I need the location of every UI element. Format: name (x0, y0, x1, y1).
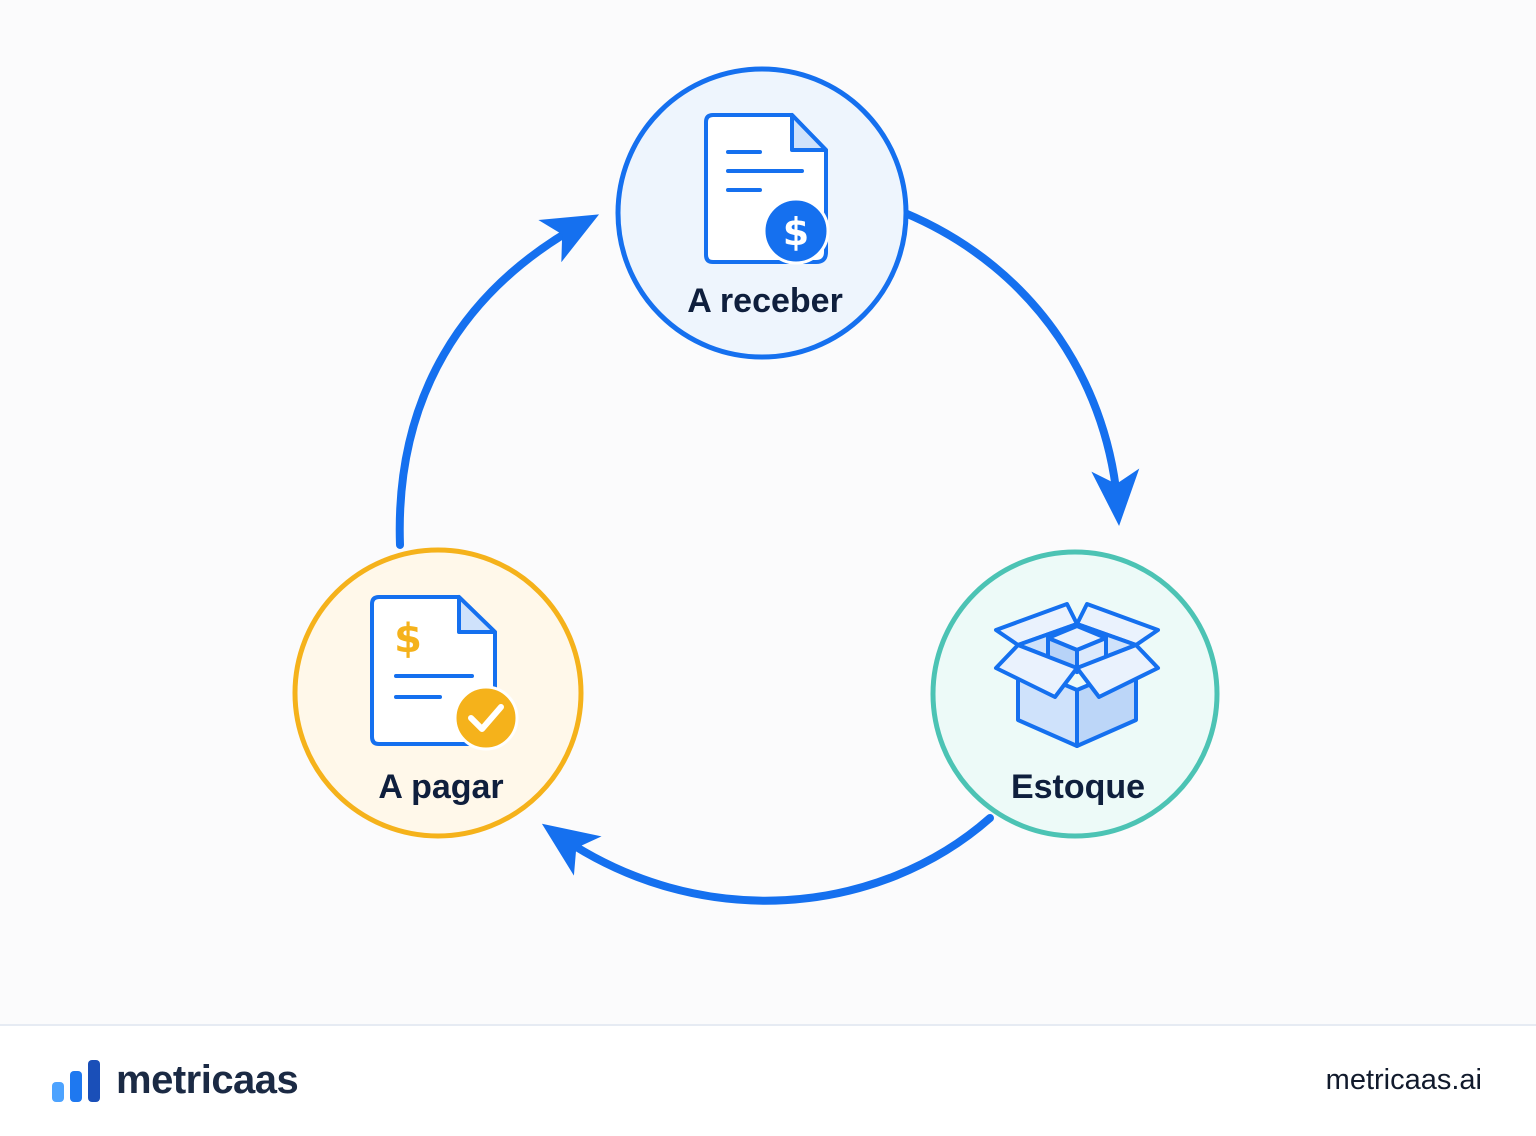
label-inventory: Estoque (1011, 768, 1145, 806)
node-inventory: Estoque (930, 549, 1220, 839)
arrow-inventory-to-payable (541, 814, 994, 905)
node-receivable: $ A receber (615, 66, 909, 360)
arrow-receivable-to-inventory (901, 209, 1140, 526)
site-url[interactable]: metricaas.ai (1325, 1064, 1482, 1096)
cycle-svg: $ A receber (292, 66, 1220, 905)
svg-text:$: $ (394, 616, 422, 662)
label-receivable: A receber (687, 282, 843, 320)
brand-name: metricaas (116, 1058, 299, 1102)
label-payable: A pagar (378, 768, 503, 806)
svg-text:$: $ (783, 210, 809, 254)
footer: metricaas metricaas.ai (0, 1026, 1536, 1136)
bill-check-icon: $ (370, 595, 519, 751)
footer-divider (0, 1024, 1536, 1026)
node-payable: $ A pagar (292, 547, 584, 839)
open-box-icon (994, 602, 1160, 748)
bar-chart-logo-icon (52, 1059, 100, 1102)
brand-logo[interactable]: metricaas (52, 1058, 299, 1103)
arrow-payable-to-receivable (395, 214, 600, 549)
invoice-dollar-icon: $ (704, 113, 830, 265)
